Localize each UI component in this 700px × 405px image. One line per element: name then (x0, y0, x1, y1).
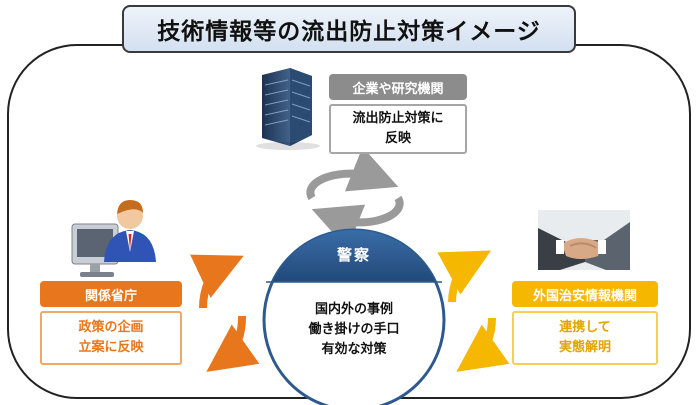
police-body: 国内外の事例 働き掛けの手口 有効な対策 (267, 300, 441, 360)
computer-user-icon (71, 200, 156, 277)
right-cycle-arrows (437, 250, 510, 372)
foreign-agency-body: 連携して 実態解明 (512, 311, 658, 365)
foreign-line-1: 連携して (559, 320, 611, 335)
ministries-header: 関係省庁 (40, 281, 182, 307)
company-line-2: 反映 (384, 131, 411, 146)
ministries-line-2: 立案に反映 (78, 340, 144, 355)
top-cycle-arrows (306, 146, 404, 250)
foreign-line-2: 実態解明 (558, 340, 611, 355)
company-header: 企業や研究機関 (329, 74, 467, 100)
police-line-2: 働き掛けの手口 (308, 322, 400, 337)
police-header: 警察 (336, 246, 371, 264)
company-body: 流出防止対策に 反映 (329, 104, 467, 154)
police-line-1: 国内外の事例 (314, 302, 393, 317)
handshake-icon (538, 210, 630, 270)
company-line-1: 流出防止対策に (352, 111, 444, 126)
ministries-line-1: 政策の企画 (78, 320, 144, 335)
foreign-agency-header: 外国治安情報機関 (512, 281, 658, 307)
police-line-3: 有効な対策 (321, 342, 387, 357)
page-title: 技術情報等の流出防止対策イメージ (122, 5, 576, 53)
office-building-icon (256, 68, 320, 150)
left-cycle-arrows (190, 254, 260, 372)
ministries-body: 政策の企画 立案に反映 (40, 311, 182, 365)
